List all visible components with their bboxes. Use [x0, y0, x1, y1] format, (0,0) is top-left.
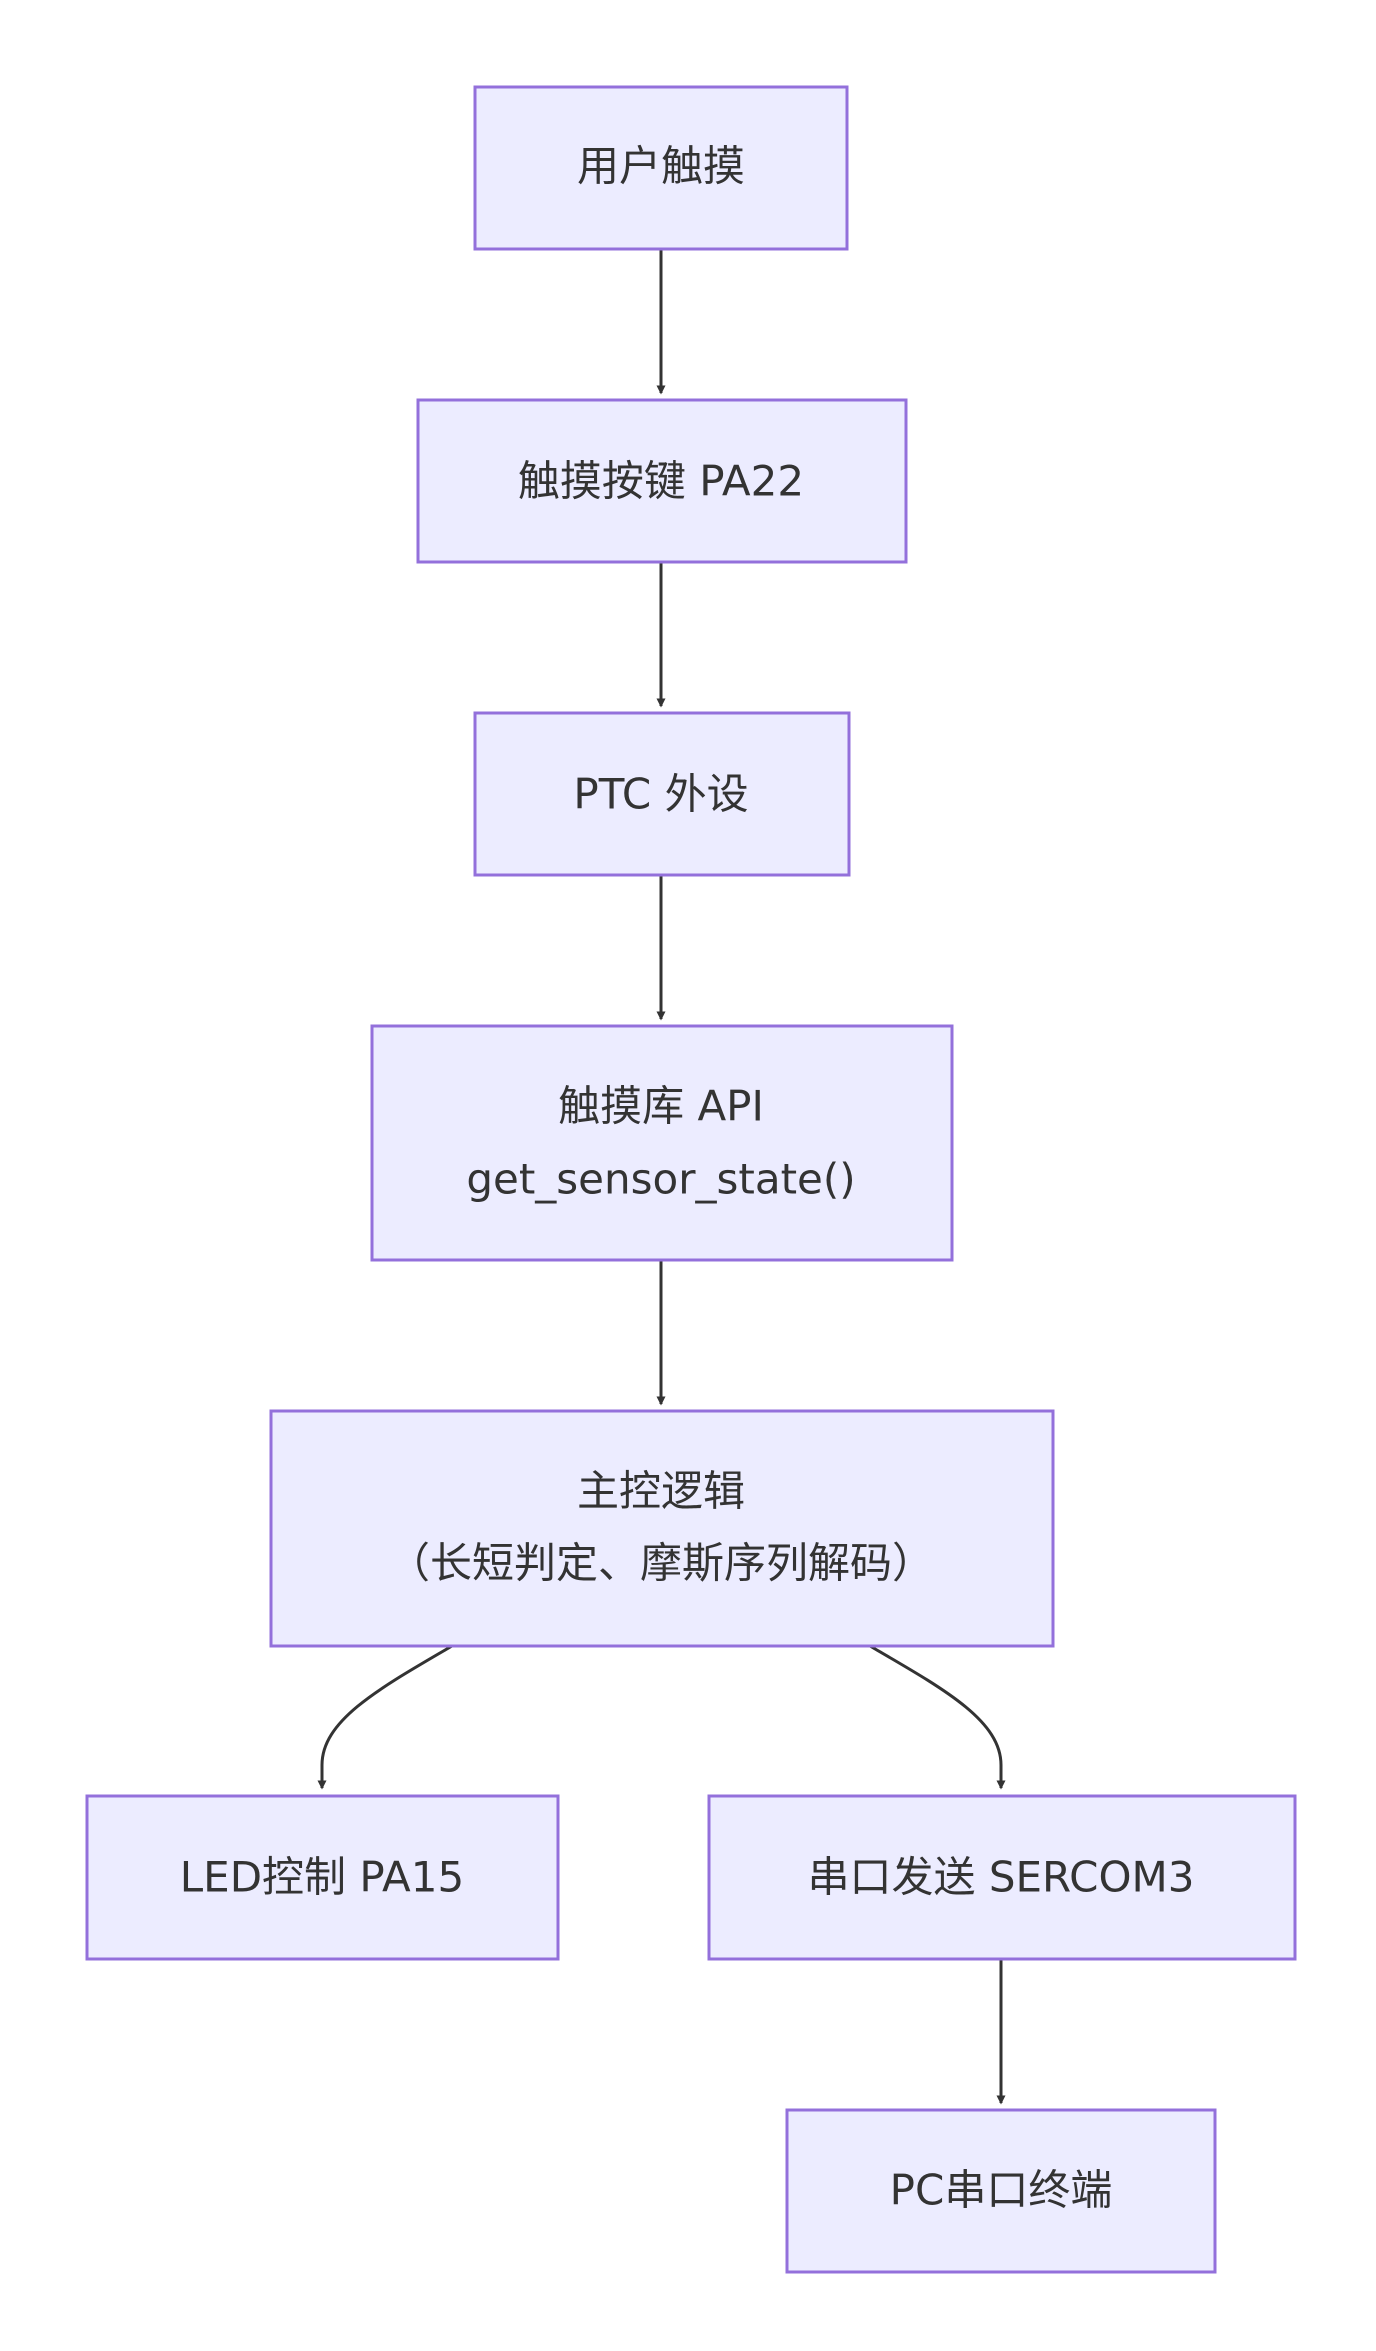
node-pc-terminal: PC串口终端 — [785, 2108, 1217, 2274]
node-user-touch: 用户触摸 — [473, 85, 849, 251]
node-main-logic: 主控逻辑 （长短判定、摩斯序列解码） — [269, 1409, 1055, 1648]
node-led-control: LED控制 PA15 — [85, 1794, 560, 1961]
node-touch-lib: 触摸库 API get_sensor_state() — [370, 1024, 954, 1262]
node-label: 触摸按键 PA22 — [518, 457, 804, 506]
node-label-line-2: （长短判定、摩斯序列解码） — [388, 1539, 934, 1588]
node-label-line-2: get_sensor_state() — [466, 1155, 855, 1204]
node-label: PTC 外设 — [573, 770, 748, 819]
node-label: LED控制 PA15 — [180, 1853, 464, 1902]
node-label: 用户触摸 — [577, 142, 745, 191]
node-ptc: PTC 外设 — [473, 711, 851, 877]
node-label-line-1: 主控逻辑 — [577, 1467, 745, 1516]
node-label-line-1: 触摸库 API — [558, 1082, 764, 1131]
edge-main-logic-to-led-control — [317, 1644, 453, 1790]
node-label: 串口发送 SERCOM3 — [808, 1853, 1195, 1902]
node-label: PC串口终端 — [890, 2166, 1113, 2215]
node-uart-send: 串口发送 SERCOM3 — [707, 1794, 1297, 1961]
node-touch-key: 触摸按键 PA22 — [416, 398, 908, 564]
edges — [317, 249, 1006, 2105]
edge-main-logic-to-uart-send — [869, 1644, 1006, 1790]
